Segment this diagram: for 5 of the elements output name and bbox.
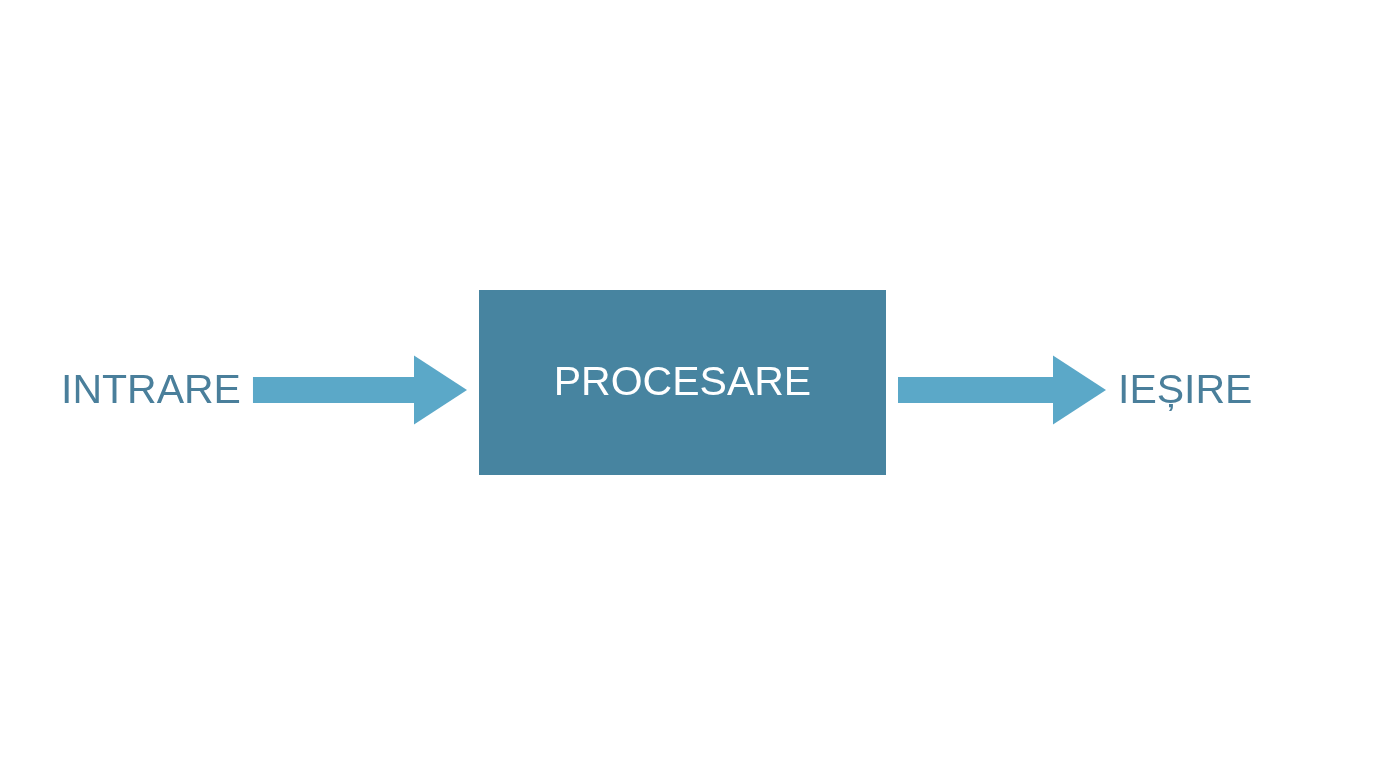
input-label: INTRARE: [61, 366, 241, 413]
arrow: [898, 355, 1106, 425]
process-box: PROCESARE: [479, 290, 886, 475]
arrow: [252, 355, 467, 425]
output-label: IEȘIRE: [1118, 366, 1253, 413]
